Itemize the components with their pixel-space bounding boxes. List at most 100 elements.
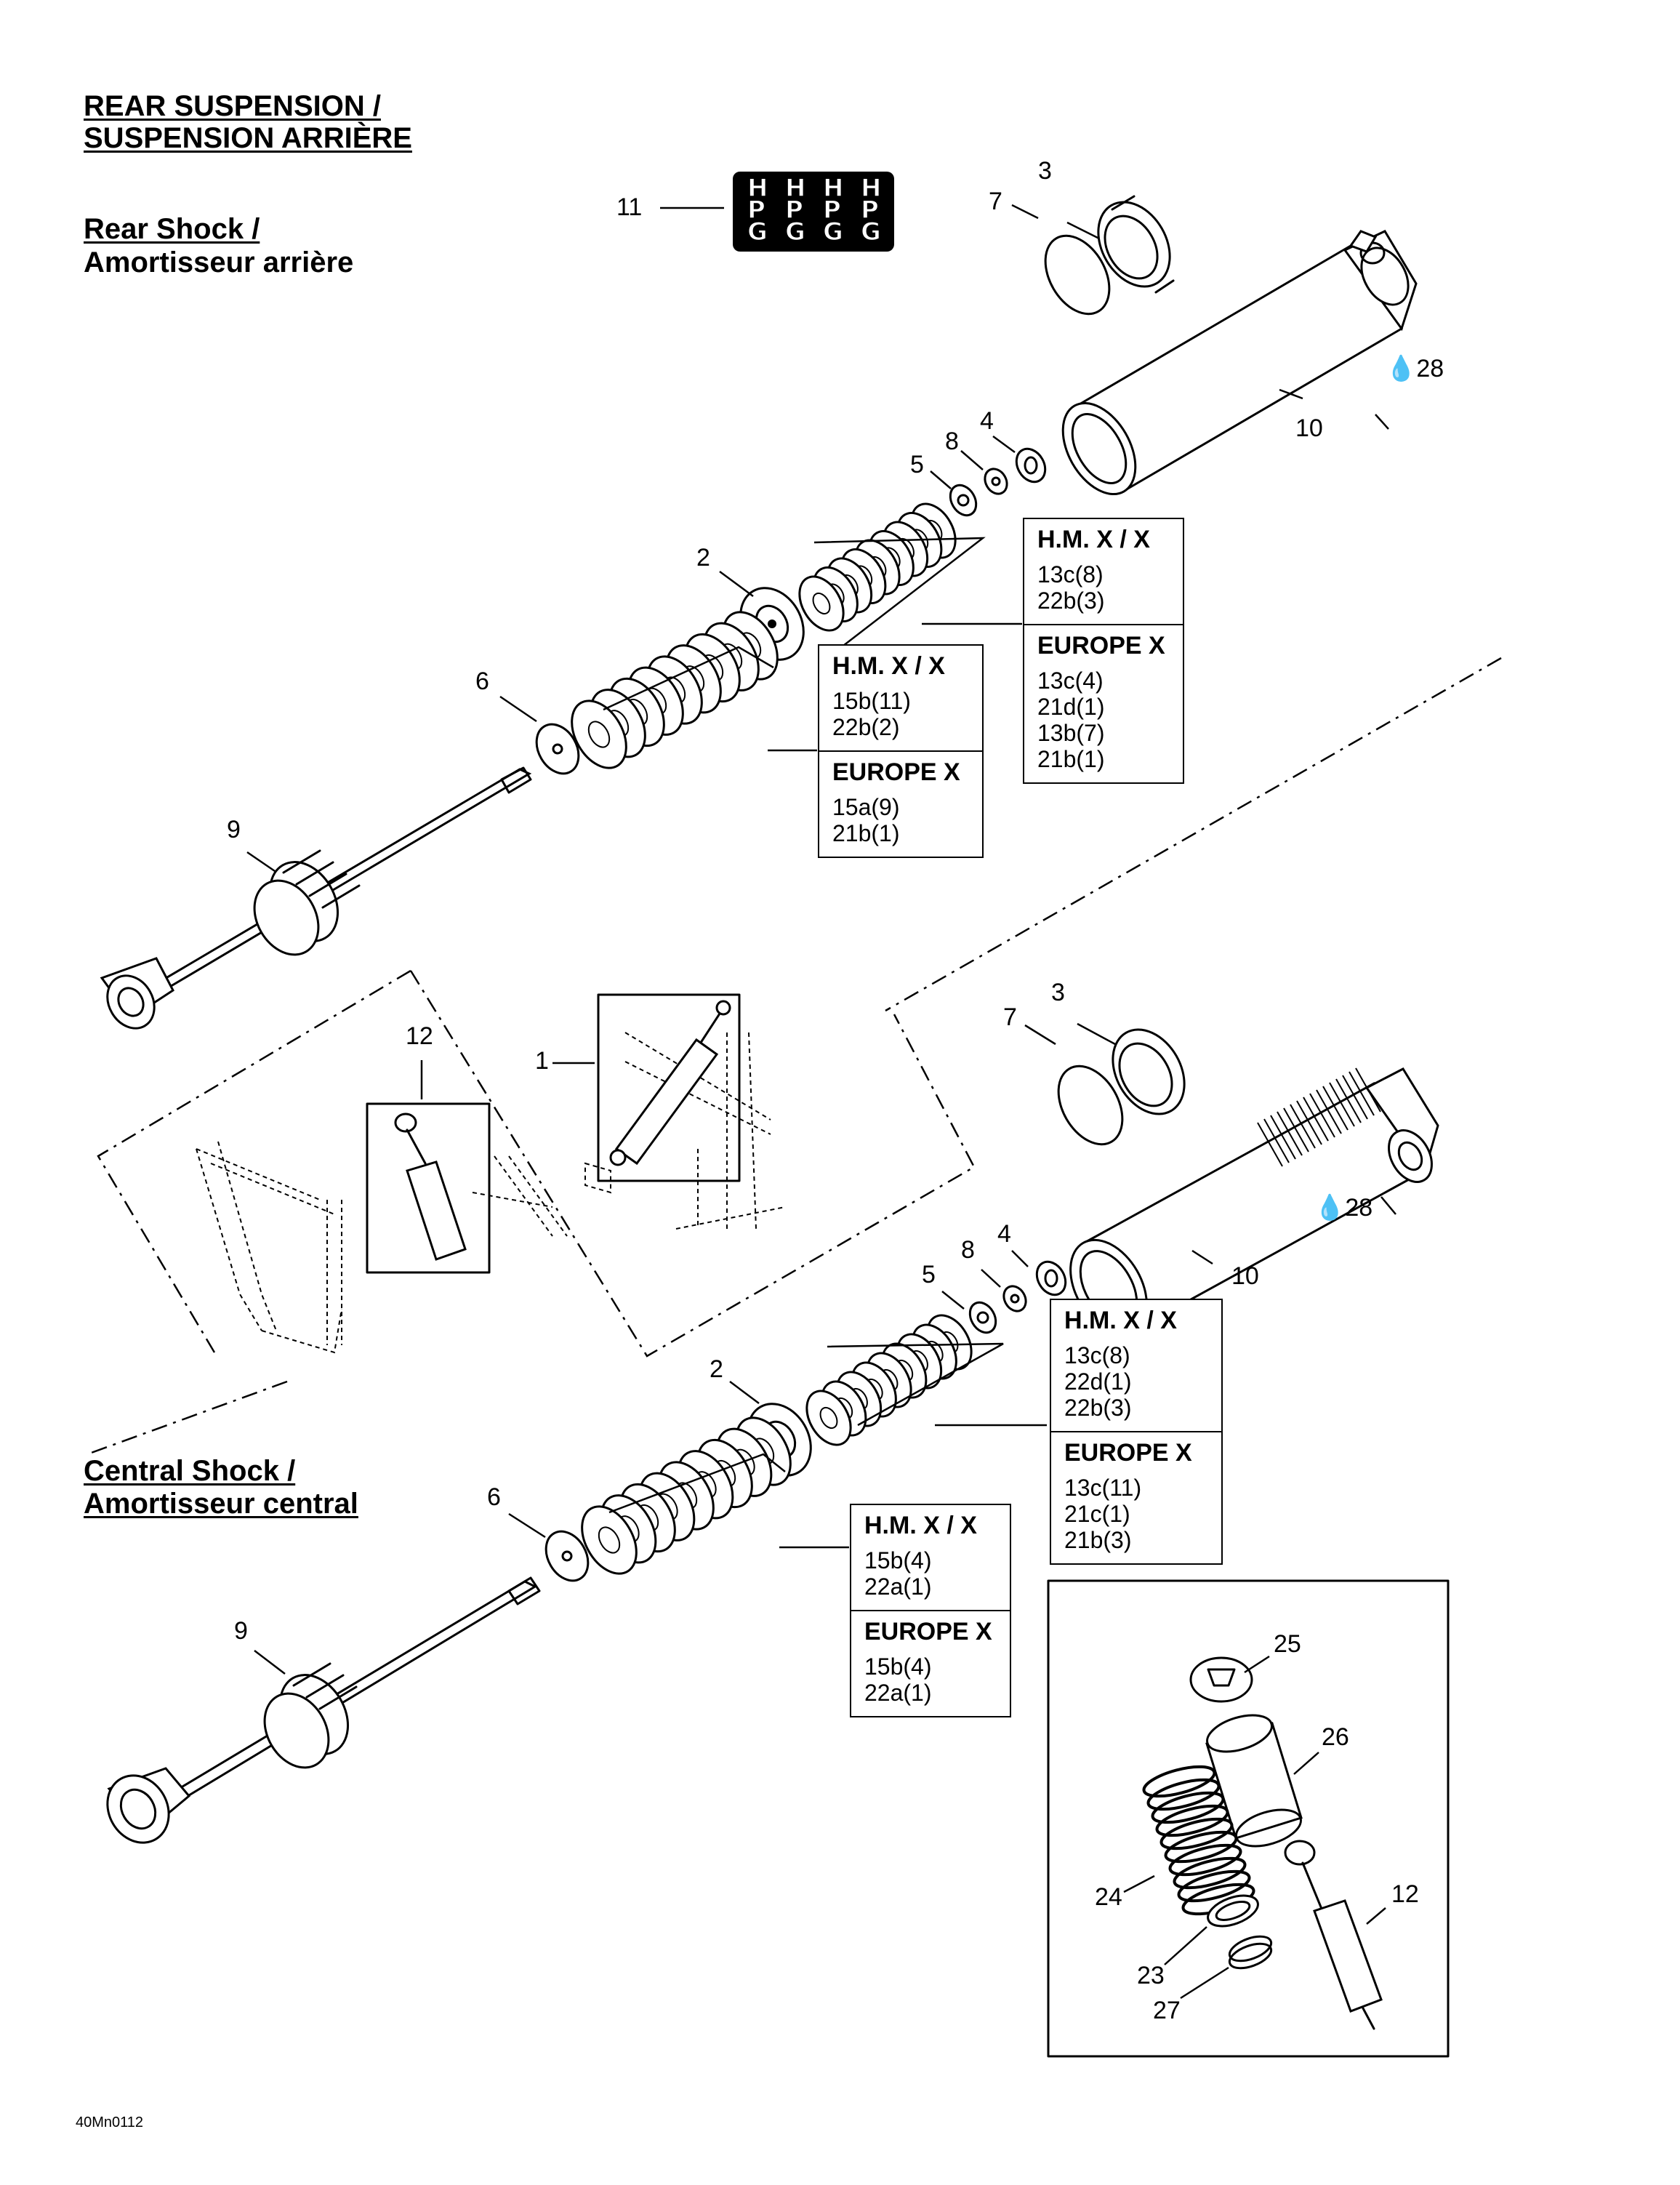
decal-letter: H: [785, 174, 805, 203]
shock-1-inset-box: [597, 993, 741, 1182]
spring-table-row: 21b(1): [1037, 746, 1105, 772]
callout-bottom-6: 6: [487, 1483, 501, 1511]
spring-table-header: H.M. X / X: [1064, 1307, 1177, 1334]
callout-bottom-28-label: 28: [1345, 1194, 1373, 1222]
spring-table-header: EUROPE X: [1064, 1439, 1192, 1467]
rear-large-spring-stack: [571, 611, 779, 769]
spring-table-row: 22a(1): [864, 1680, 932, 1706]
spring-table-section: EUROPE X 15a(9) 21b(1): [819, 750, 982, 857]
shock-12-inset: [394, 1112, 467, 1261]
spring-table-central-large: H.M. X / X 15b(4) 22a(1) EUROPE X 15b(4)…: [850, 1504, 1011, 1717]
spring-table-row: 21c(1): [1064, 1501, 1130, 1527]
callout-1: 1: [535, 1047, 549, 1075]
central-shock-heading-2: Amortisseur central: [84, 1487, 358, 1520]
spring-table-row: 21b(3): [1064, 1527, 1132, 1553]
spring-table-header: H.M. X / X: [832, 652, 945, 680]
kit-shock-12: [1284, 1840, 1383, 2030]
decal-letter: H: [823, 174, 843, 203]
shock-1-inset: [609, 1000, 731, 1166]
callout-top-4: 4: [980, 407, 994, 435]
decal-letter: P: [861, 196, 879, 225]
spring-table-row: 22b(3): [1064, 1395, 1132, 1421]
callout-kit-23: 23: [1137, 1962, 1165, 1989]
spring-table-section: H.M. X / X 15b(11) 22b(2): [819, 646, 982, 750]
kit-box: [1047, 1579, 1450, 2058]
bellows-rib: [1290, 1104, 1316, 1149]
rear-shaft-piston-9: [100, 766, 532, 1030]
callout-top-28: 💧28: [1386, 355, 1444, 382]
top-separator-dash: [885, 657, 1502, 1012]
bellows-rib: [1263, 1118, 1290, 1163]
bellows-rib: [1303, 1096, 1329, 1142]
central-large-spring-stack: [581, 1416, 792, 1575]
callout-bottom-2: 2: [710, 1355, 723, 1383]
central-washer-6: [544, 1530, 590, 1582]
rear-seal-ring-3: [1097, 195, 1175, 294]
spring-table-row: 22b(3): [1037, 588, 1105, 614]
shock-12-inset-box: [366, 1102, 491, 1274]
callout-top-5: 5: [910, 451, 924, 478]
bellows-rib: [1296, 1100, 1322, 1145]
bellows-rib: [1322, 1086, 1349, 1131]
spring-table-header: H.M. X / X: [1037, 526, 1150, 553]
oil-drop-icon: 💧: [1314, 1194, 1346, 1222]
callout-top-12: 12: [406, 1022, 433, 1050]
callout-bottom-8: 8: [961, 1236, 975, 1264]
spring-table-row: 21d(1): [1037, 694, 1105, 720]
callout-bottom-7: 7: [1003, 1003, 1017, 1031]
decal-letter: H: [861, 174, 881, 203]
spring-table-rear-small: H.M. X / X 13c(8) 22b(3) EUROPE X 13c(4)…: [1023, 518, 1184, 784]
callout-bottom-28: 💧28: [1314, 1194, 1372, 1222]
central-nut-4: [1035, 1260, 1067, 1296]
callout-top-6: 6: [475, 667, 489, 695]
spring-table-header: EUROPE X: [864, 1618, 992, 1645]
rear-nut-4: [1015, 447, 1047, 484]
decal-letter: G: [785, 217, 805, 246]
rear-washer-8: [984, 468, 1008, 495]
callout-bottom-4: 4: [997, 1220, 1011, 1248]
decal-letter: G: [747, 217, 768, 246]
page-title-line2: SUSPENSION ARRIÈRE: [84, 122, 412, 154]
decal-letter: H: [747, 174, 768, 203]
kit-ring-23: [1207, 1894, 1259, 1928]
central-shock-heading-line1: Central Shock /: [84, 1455, 296, 1487]
kit-spring-coil: [1142, 1765, 1216, 1798]
central-small-spring-stack: [805, 1314, 973, 1446]
bellows-rib: [1283, 1107, 1309, 1152]
document-code: 40Mn0112: [76, 2114, 144, 2130]
kit-spring-coil: [1146, 1778, 1221, 1811]
spring-table-header: EUROPE X: [1037, 632, 1165, 659]
spring-coil: [798, 575, 845, 632]
bellows-rib: [1277, 1111, 1303, 1156]
spring-coil-hole: [819, 1406, 838, 1430]
bellows-rib: [1257, 1122, 1283, 1167]
callout-11: 11: [616, 193, 643, 221]
bellows-rib: [1342, 1075, 1368, 1120]
rear-shock-heading-line2: Amortisseur arrière: [84, 246, 354, 278]
spring-table-section: EUROPE X 13c(11) 21c(1) 21b(3): [1051, 1431, 1221, 1563]
callout-kit-26: 26: [1322, 1723, 1349, 1751]
central-washer-8: [1002, 1285, 1027, 1312]
bottom-separator-dash: [87, 1380, 288, 1456]
decal-letter: G: [823, 217, 843, 246]
oil-drop-icon: 💧: [1386, 355, 1417, 382]
spring-coil: [571, 699, 627, 769]
spring-table-row: 15a(9): [832, 794, 900, 820]
kit-bellow-26: [1205, 1714, 1303, 1848]
spring-table-row: 15b(4): [864, 1653, 932, 1680]
callout-kit-12: 12: [1391, 1880, 1419, 1908]
central-shock-heading-line2: Amortisseur central: [84, 1488, 358, 1520]
kit-spring-coil: [1155, 1804, 1229, 1837]
spring-table-row: 15b(11): [832, 688, 911, 714]
decal-letter: P: [747, 196, 765, 225]
callout-bottom-5: 5: [922, 1261, 936, 1288]
rear-shock-heading-2: Amortisseur arrière: [84, 246, 353, 279]
central-o-ring-7: [1057, 1065, 1124, 1146]
spring-table-header: H.M. X / X: [864, 1512, 977, 1539]
kit-spring-coil: [1151, 1791, 1225, 1824]
spring-table-row: 13c(4): [1037, 667, 1104, 694]
